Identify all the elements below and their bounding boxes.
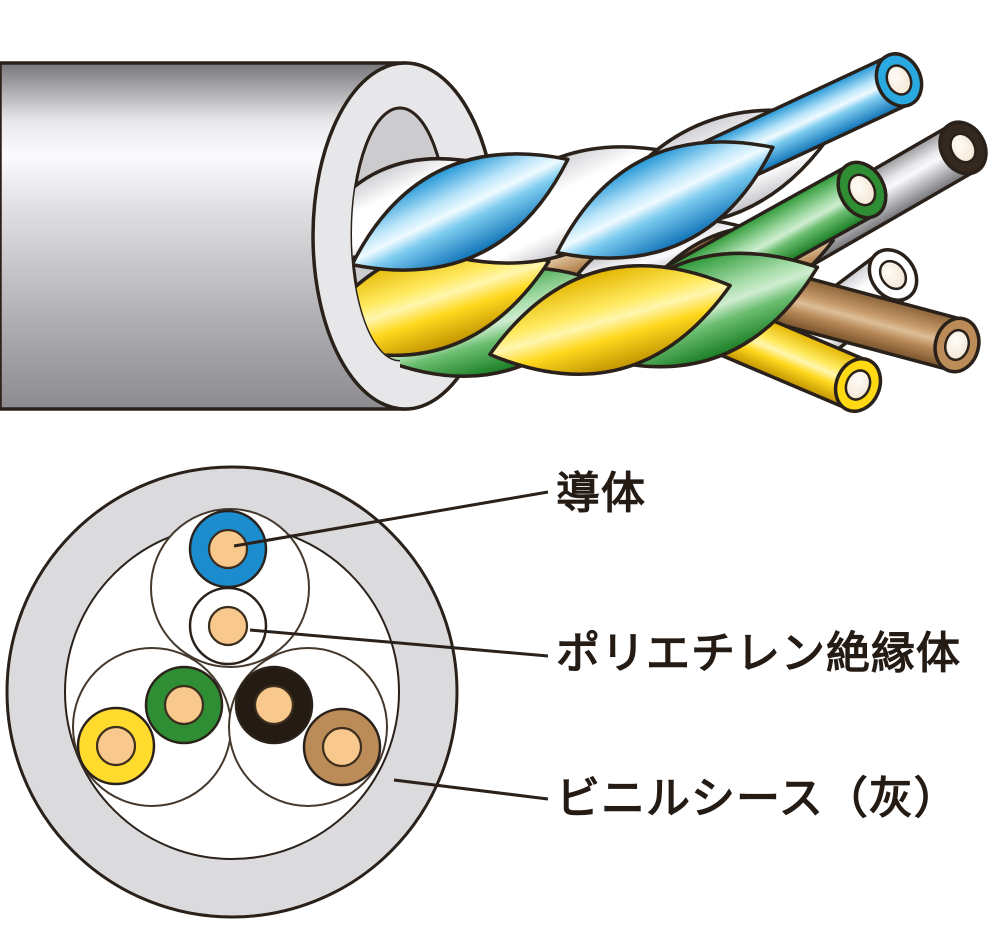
blue-strand-leaf (555, 140, 775, 260)
cable-cross-section (5, 465, 549, 919)
green-yellow-twisted-pair (352, 242, 820, 378)
emerging-wires (352, 52, 988, 413)
conductor (321, 726, 363, 768)
cable-3d-view (0, 52, 988, 413)
blue-wire-conductor (885, 64, 913, 96)
conductor (163, 684, 205, 726)
green-wire-conductor (847, 173, 877, 207)
white-wire-end (867, 248, 919, 302)
wire-brown-cross (302, 707, 382, 787)
leader-line-sheath (393, 778, 549, 801)
yellow-strand-leaf (488, 264, 732, 376)
white-wire-conductor (878, 259, 908, 291)
yellow-wire-conductor (844, 369, 872, 401)
label-insulation: ポリエチレン絶縁体 (556, 629, 961, 678)
conductor (207, 605, 249, 647)
wire-green-cross (144, 665, 224, 745)
brown-wire-conductor (943, 328, 971, 362)
wire-yellow-cross (76, 706, 156, 786)
yellow-strand-leaf (352, 242, 551, 358)
conductor (95, 725, 137, 767)
wire-black-cross (234, 665, 314, 745)
conductor (253, 684, 295, 726)
blue-strand-leaf (352, 152, 570, 272)
wire-blue-cross (188, 509, 268, 589)
blue-strands (352, 140, 775, 272)
wire-white-cross (188, 586, 268, 666)
conductor (207, 528, 249, 570)
leader-line-conductor (233, 490, 549, 548)
label-sheath: ビニルシース（灰） (556, 774, 959, 823)
leader-line-insulation (249, 628, 549, 658)
black-wire-conductor (949, 132, 977, 164)
label-conductor: 導体 (556, 469, 646, 518)
